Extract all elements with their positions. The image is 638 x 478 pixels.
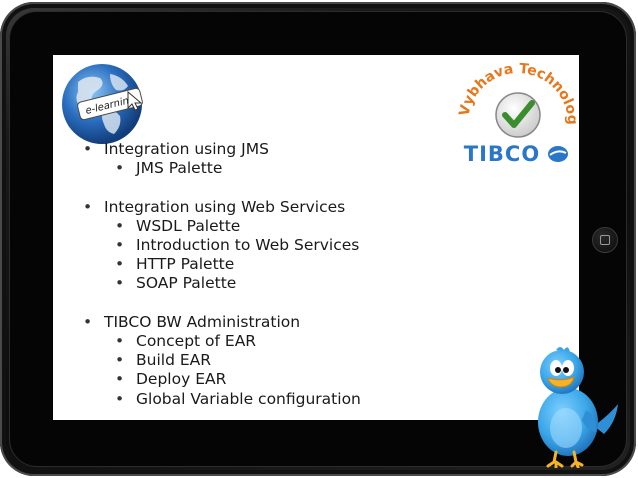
topic-list: Integration using JMS JMS Palette Integr… <box>80 140 500 409</box>
subtopic-item: Concept of EAR <box>80 332 500 351</box>
subtopic-item: Global Variable configuration <box>80 390 500 409</box>
subtopic-item: Build EAR <box>80 351 500 370</box>
topic-item: Integration using JMS <box>80 140 500 159</box>
home-square-icon <box>600 235 610 245</box>
blue-bird-mascot <box>538 347 618 468</box>
subtopic-item: Deploy EAR <box>80 370 500 389</box>
topic-item: Integration using Web Services <box>80 198 500 217</box>
subtopic-item: SOAP Palette <box>80 274 500 293</box>
topic-item: TIBCO BW Administration <box>80 313 500 332</box>
subtopic-item: Introduction to Web Services <box>80 236 500 255</box>
subtopic-item: WSDL Palette <box>80 217 500 236</box>
home-button[interactable] <box>592 227 618 253</box>
subtopic-item: JMS Palette <box>80 159 500 178</box>
subtopic-item: HTTP Palette <box>80 255 500 274</box>
e-learning-globe-logo: e-learning <box>62 64 143 144</box>
